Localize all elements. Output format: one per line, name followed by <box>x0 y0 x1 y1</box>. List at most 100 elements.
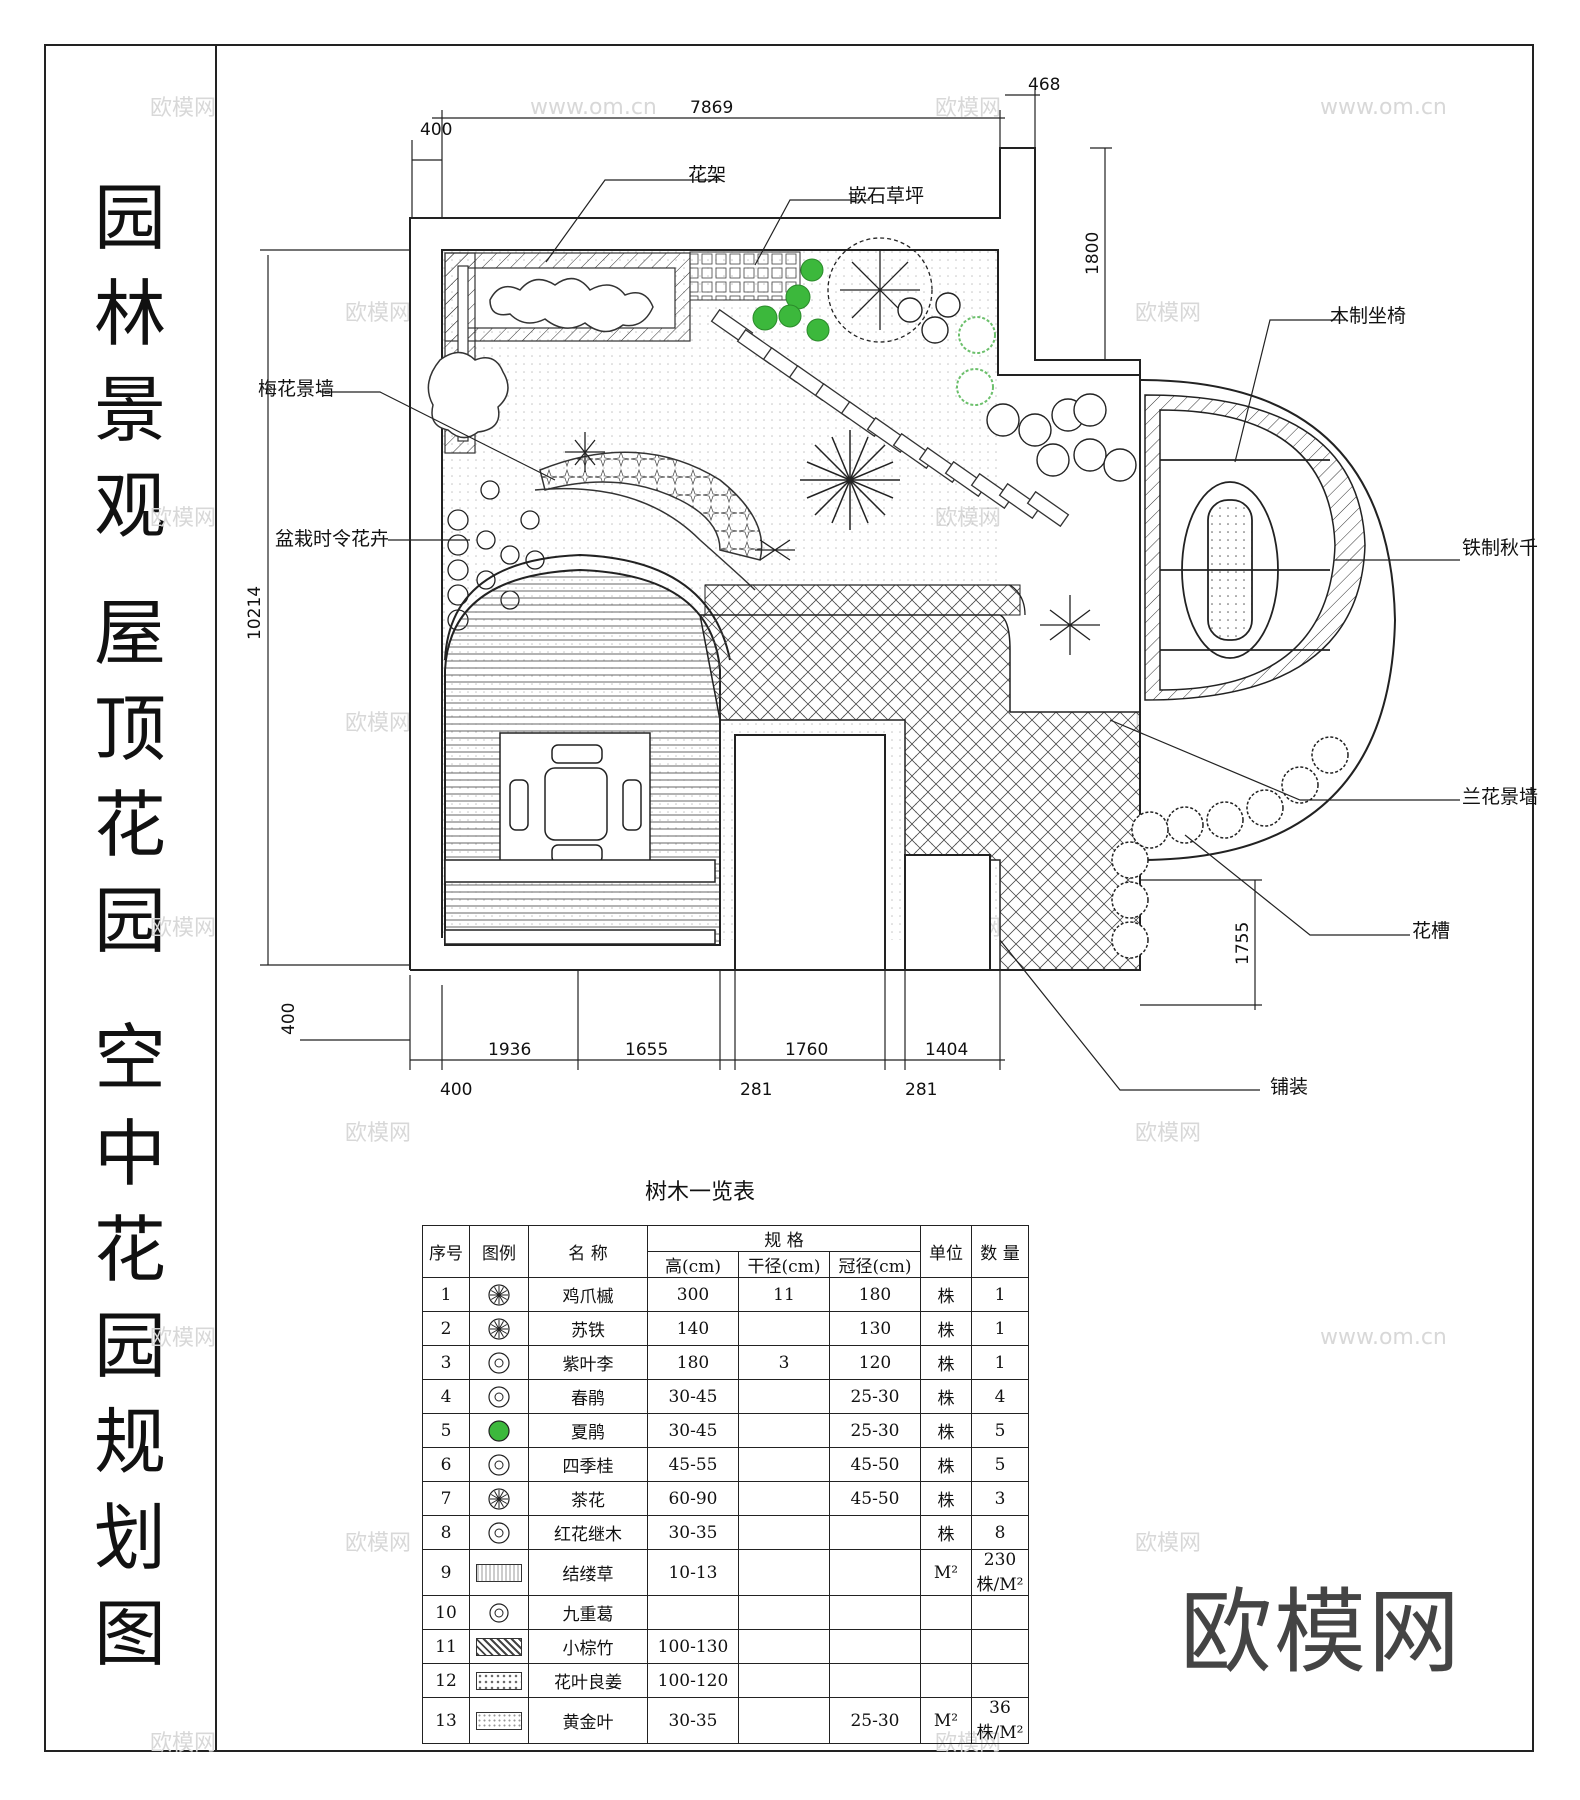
dim-bottom-1: 1936 <box>488 1040 531 1060</box>
cell-legend <box>469 1549 529 1596</box>
cell-height: 60-90 <box>647 1481 739 1516</box>
cell-unit: 株 <box>920 1447 972 1482</box>
cell-qty: 3 <box>971 1481 1029 1516</box>
cell-unit: 株 <box>920 1413 972 1448</box>
plum-symbol-icon <box>486 1350 512 1376</box>
cell-no: 8 <box>422 1515 470 1550</box>
cell-no: 10 <box>422 1595 470 1630</box>
watermark-faint: 欧模网 <box>935 96 1002 121</box>
watermark-faint: 欧模网 <box>345 711 412 736</box>
header-legend: 图例 <box>469 1225 529 1278</box>
title-char: 图 <box>93 1592 166 1676</box>
title-char: 空 <box>93 1016 166 1100</box>
cell-trunk: 11 <box>738 1277 830 1312</box>
cell-qty <box>971 1663 1029 1698</box>
label-flower-trough: 花槽 <box>1412 920 1450 942</box>
cell-qty: 4 <box>971 1379 1029 1414</box>
cell-unit: 株 <box>920 1345 972 1380</box>
cell-name: 紫叶李 <box>528 1345 648 1380</box>
cell-height: 180 <box>647 1345 739 1380</box>
cell-qty: 5 <box>971 1413 1029 1448</box>
cell-crown: 25-30 <box>829 1413 921 1448</box>
title-char: 林 <box>93 272 166 356</box>
cell-trunk <box>738 1629 830 1664</box>
cell-unit: M² <box>920 1549 972 1596</box>
cell-crown <box>829 1515 921 1550</box>
dim-bottom-4: 1404 <box>925 1040 968 1060</box>
label-plum-wall: 梅花景墙 <box>258 378 334 400</box>
dim-top-left-offset: 400 <box>420 120 452 140</box>
cell-trunk <box>738 1481 830 1516</box>
title-char: 划 <box>93 1496 166 1580</box>
header-spec: 规 格 <box>647 1225 921 1252</box>
cell-name: 鸡爪槭 <box>528 1277 648 1312</box>
cell-name: 春鹃 <box>528 1379 648 1414</box>
label-stone-lawn: 嵌石草坪 <box>848 185 924 207</box>
cell-trunk <box>738 1515 830 1550</box>
cell-qty: 8 <box>971 1515 1029 1550</box>
cell-legend <box>469 1629 529 1664</box>
ginger-swatch-icon <box>476 1672 522 1690</box>
cell-crown: 25-30 <box>829 1697 921 1744</box>
cell-unit: 株 <box>920 1515 972 1550</box>
watermark-faint: 欧模网 <box>345 1121 412 1146</box>
watermark-faint: 欧模网 <box>345 301 412 326</box>
title-char: 园 <box>93 879 166 963</box>
cell-unit <box>920 1663 972 1698</box>
cell-height: 30-35 <box>647 1697 739 1744</box>
cell-crown: 45-50 <box>829 1481 921 1516</box>
table-title: 树木一览表 <box>644 1180 755 1205</box>
cell-trunk <box>738 1413 830 1448</box>
dim-top-right-offset: 468 <box>1028 75 1060 95</box>
cell-height: 100-130 <box>647 1629 739 1664</box>
cell-height: 30-35 <box>647 1515 739 1550</box>
cell-crown <box>829 1549 921 1596</box>
dim-bottom-sub-3: 281 <box>905 1080 937 1100</box>
leader-lines <box>320 179 1460 1091</box>
dim-bottom-2: 1655 <box>625 1040 668 1060</box>
cell-qty: 36株/M² <box>971 1697 1029 1744</box>
label-flower-rack: 花架 <box>688 164 726 186</box>
cell-trunk <box>738 1447 830 1482</box>
dim-bottom-sub-1: 400 <box>440 1080 472 1100</box>
cell-name: 花叶良姜 <box>528 1663 648 1698</box>
title-divider <box>215 44 217 1752</box>
deck-bench <box>444 859 716 945</box>
watermark-faint-url: www.om.cn <box>530 95 657 120</box>
azalea-cluster <box>897 292 1137 482</box>
watermark-faint-url: www.om.cn <box>1320 1325 1447 1350</box>
osmanthus-symbol-icon <box>486 1452 512 1478</box>
dim-right-upper: 1800 <box>1083 232 1103 275</box>
bougainvillea-symbol-icon <box>486 1600 512 1626</box>
cell-trunk <box>738 1697 830 1744</box>
title-line-1: 园林景观 <box>85 170 175 554</box>
cell-no: 4 <box>422 1379 470 1414</box>
header-no: 序号 <box>422 1225 470 1278</box>
cell-name: 小棕竹 <box>528 1629 648 1664</box>
title-char: 景 <box>93 368 166 452</box>
watermark-faint: 欧模网 <box>150 916 217 941</box>
title-line-3: 空中花园规划图 <box>85 1010 175 1682</box>
cell-qty: 5 <box>971 1447 1029 1482</box>
cell-no: 7 <box>422 1481 470 1516</box>
cell-trunk <box>738 1379 830 1414</box>
watermark-faint: 欧模网 <box>150 1731 217 1756</box>
cell-name: 茶花 <box>528 1481 648 1516</box>
cell-name: 四季桂 <box>528 1447 648 1482</box>
watermark-faint: 欧模网 <box>1135 1531 1202 1556</box>
cell-no: 2 <box>422 1311 470 1346</box>
green-azaleas <box>752 258 830 342</box>
drawing-frame <box>44 44 1534 1752</box>
cell-legend <box>469 1277 529 1312</box>
cell-unit: 株 <box>920 1311 972 1346</box>
cell-crown <box>829 1595 921 1630</box>
title-char: 顶 <box>93 687 166 771</box>
flower-trough <box>1111 736 1349 959</box>
dim-bottom-3: 1760 <box>785 1040 828 1060</box>
title-char: 园 <box>93 176 166 260</box>
cell-qty: 230株/M² <box>971 1549 1029 1596</box>
cell-unit <box>920 1595 972 1630</box>
